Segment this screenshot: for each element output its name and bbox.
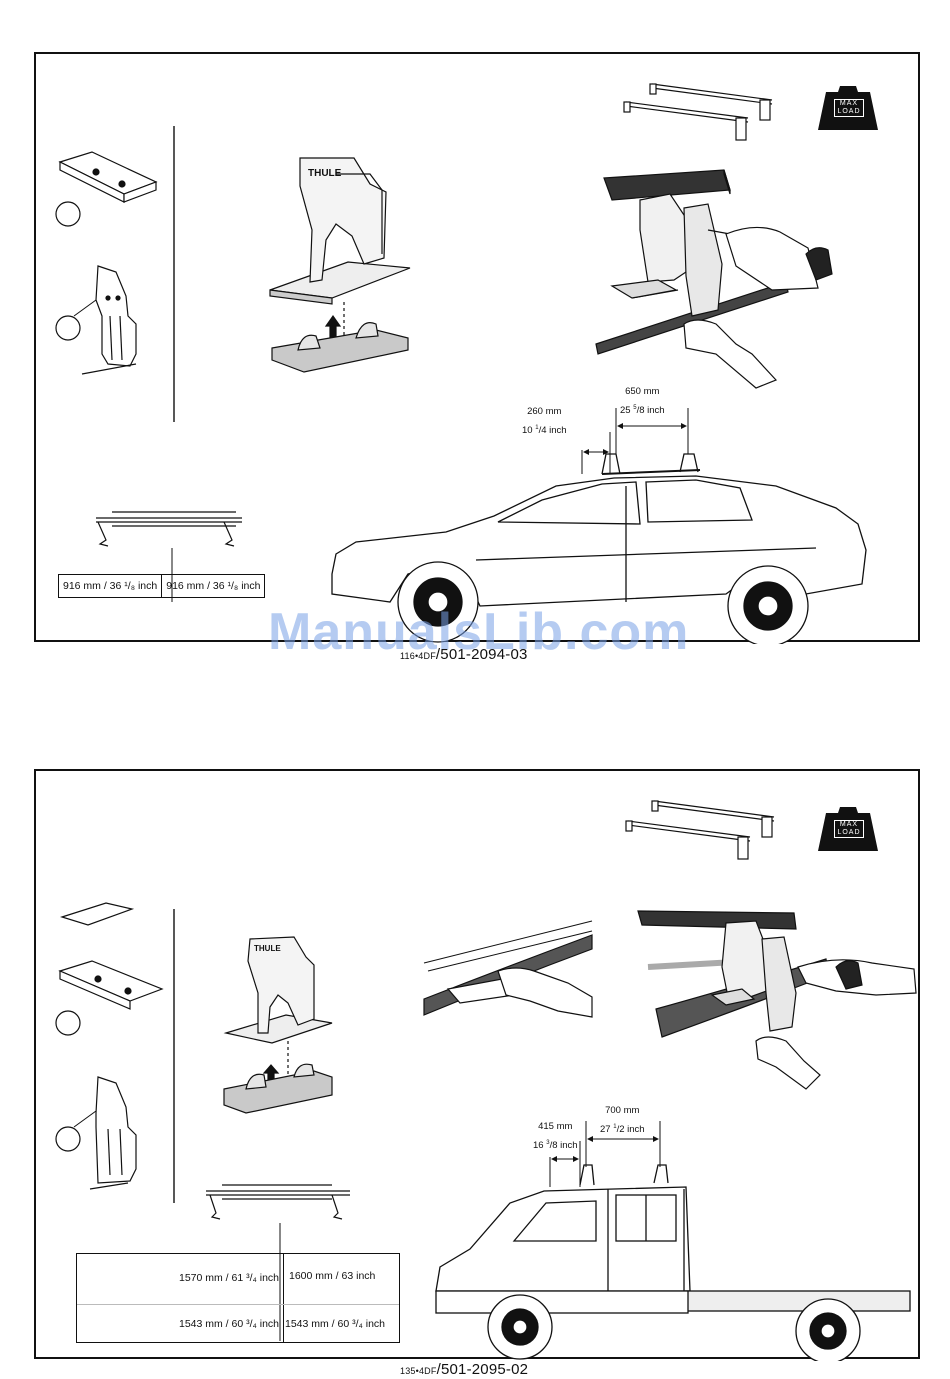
front-distance-mm: 260 mm — [527, 406, 561, 417]
part-number-circle-2 — [56, 316, 80, 340]
max-load-label: MAX LOAD — [834, 820, 864, 838]
pad-placement-illustration — [424, 921, 592, 1017]
foot-pad-part — [60, 961, 162, 1009]
crew-cab-van — [436, 1121, 910, 1361]
reference-prefix-2: 135•4DF — [400, 1366, 437, 1376]
part-number-circle-2 — [56, 1127, 80, 1151]
max-load-weight-icon: MAX LOAD — [818, 84, 878, 132]
reference-number-2: /501-2095-02 — [437, 1361, 529, 1378]
crossbar-set-icon — [624, 84, 772, 140]
max-load-label: MAX LOAD — [834, 99, 864, 117]
bar-width-row2-front: 1543 mm / 60 ³/₄ inch — [179, 1318, 279, 1330]
reference-code-1: 116•4DF/501-2094-03 — [400, 646, 528, 663]
front-distance-inch: 10 — [522, 425, 535, 436]
max-label: MAX — [840, 100, 858, 107]
front-distance-frac-rest: /8 inch — [550, 1140, 578, 1151]
instruction-panel-sedan: THULE — [34, 52, 920, 642]
bar-spacing-mm: 700 mm — [605, 1105, 639, 1116]
load-label: LOAD — [837, 108, 860, 115]
bar-spacing-inch: 27 — [600, 1124, 613, 1135]
front-distance-measurement: 260 mm 10 1/4 inch — [522, 404, 567, 439]
bar-width-row1-front: 1570 mm / 61 ³/₄ inch — [179, 1272, 279, 1284]
bar-width-front: 916 mm / 36 ¹/₈ inch — [59, 575, 162, 598]
brand-text: THULE — [308, 168, 342, 179]
roof-foot-assembly: THULE — [270, 158, 410, 372]
front-distance-mm: 415 mm — [538, 1121, 572, 1132]
mounting-illustration — [638, 911, 916, 1089]
load-label: LOAD — [837, 829, 860, 836]
mounting-illustration — [596, 170, 832, 388]
brand-text: THULE — [254, 944, 281, 953]
reference-prefix-1: 116•4DF — [400, 651, 436, 661]
bracket-part — [82, 266, 136, 374]
bar-spacing-frac-rest: /2 inch — [617, 1124, 645, 1135]
rubber-pad-part — [62, 903, 132, 925]
part-number-circle-1 — [56, 1011, 80, 1035]
part-number-circle-1 — [56, 202, 80, 226]
max-label: MAX — [840, 821, 858, 828]
bar-width-table: 916 mm / 36 ¹/₈ inch 916 mm / 36 ¹/₈ inc… — [58, 574, 265, 598]
bar-spacing-inch: 25 — [620, 405, 633, 416]
front-distance-inch: 16 — [533, 1140, 546, 1151]
bar-width-row1-rear: 1600 mm / 63 inch — [289, 1270, 375, 1282]
panel1-illustrations: THULE — [36, 54, 922, 644]
foot-pad-part — [60, 152, 156, 202]
bar-spacing-frac-rest: /8 inch — [637, 405, 665, 416]
bar-width-row2-rear: 1543 mm / 60 ³/₄ inch — [285, 1318, 385, 1330]
bar-spacing-measurement: 650 mm 25 5/8 inch — [620, 384, 665, 419]
bracket-part — [90, 1077, 136, 1189]
bar-spacing-mm: 650 mm — [625, 386, 659, 397]
max-load-weight-icon: MAX LOAD — [818, 805, 878, 853]
bar-spacing-measurement: 700 mm 27 1/2 inch — [600, 1103, 645, 1138]
bar-width-table-box: 1570 mm / 61 ³/₄ inch 1600 mm / 63 inch … — [76, 1253, 400, 1343]
front-distance-frac-rest: /4 inch — [539, 425, 567, 436]
front-distance-measurement: 415 mm 16 3/8 inch — [533, 1119, 578, 1154]
reference-code-2: 135•4DF/501-2095-02 — [400, 1361, 528, 1378]
crossbar-set-icon — [626, 801, 774, 859]
roof-foot-assembly: THULE — [224, 937, 332, 1113]
instruction-panel-van: THULE — [34, 769, 920, 1359]
bar-width-rear: 916 mm / 36 ¹/₈ inch — [162, 575, 265, 598]
reference-number-1: /501-2094-03 — [436, 646, 528, 663]
